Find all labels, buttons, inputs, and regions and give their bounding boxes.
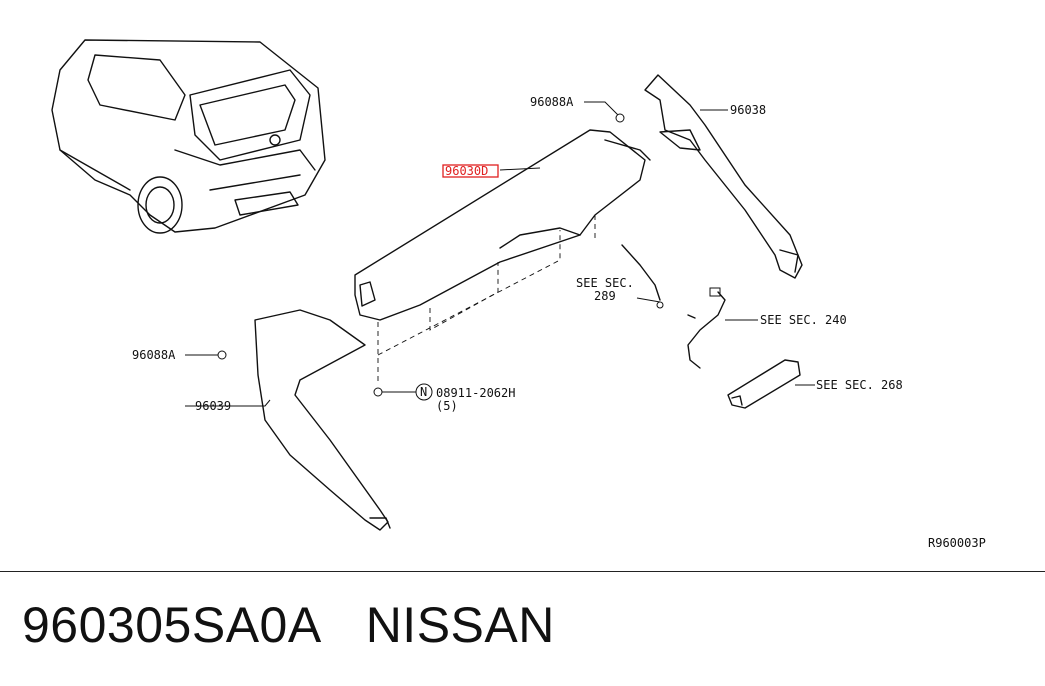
part-number: 960305SA0A xyxy=(22,597,322,653)
highlight-box xyxy=(442,164,499,178)
label-96088a-left: 96088A xyxy=(132,348,176,362)
label-see-sec-289-line1: SEE SEC. xyxy=(576,276,634,290)
label-screw-part: 08911-2062H xyxy=(436,386,515,400)
board-part-96030 xyxy=(354,129,651,385)
label-see-sec-240: SEE SEC. 240 xyxy=(760,313,847,327)
label-96039: 96039 xyxy=(195,399,231,413)
label-diagram-ref: R960003P xyxy=(928,536,986,550)
lamp-part-268 xyxy=(727,359,801,409)
label-96088a-top: 96088A xyxy=(530,95,574,109)
pillar-part-96038 xyxy=(615,74,803,279)
label-see-sec-289-line2: 289 xyxy=(594,289,616,303)
label-see-sec-268: SEE SEC. 268 xyxy=(816,378,903,392)
leader-lines xyxy=(185,101,815,407)
part-caption: 960305SA0A NISSAN xyxy=(22,596,599,654)
label-screw-qty: (5) xyxy=(436,399,458,413)
label-screw-symbol: N xyxy=(420,385,427,399)
label-96038: 96038 xyxy=(730,103,766,117)
screw-icon xyxy=(373,387,383,397)
parts-diagram: 96088A 96038 96030D SEE SEC. 289 SEE SEC… xyxy=(51,39,986,550)
label-96030-highlight: 96030D xyxy=(445,164,488,178)
caption-divider xyxy=(0,571,1045,572)
brand-name: NISSAN xyxy=(365,597,555,653)
trim-part-96039 xyxy=(217,309,391,531)
harness-part-240 xyxy=(687,287,726,369)
car-illustration xyxy=(51,39,326,234)
